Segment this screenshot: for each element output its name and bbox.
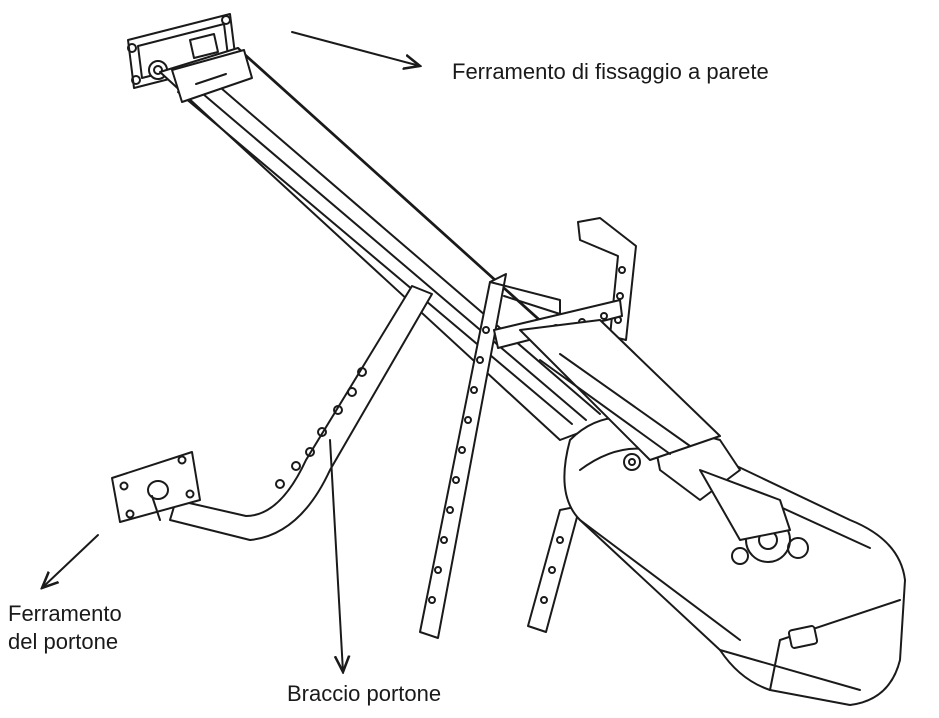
label-door-hardware-line2: del portone (8, 629, 119, 654)
arrow-wall-hardware (291, 31, 420, 66)
motor-unit (563, 416, 906, 706)
label-door-hardware-line1: Ferramento (8, 601, 122, 626)
arrow-door-arm (329, 439, 343, 672)
arrow-door-hardware (42, 534, 99, 588)
label-door-arm: Braccio portone (287, 681, 442, 706)
label-wall-hardware: Ferramento di fissaggio a parete (452, 59, 769, 84)
hanger-strap-front (419, 273, 561, 639)
door-bracket (111, 451, 201, 523)
wall-bracket (127, 13, 237, 89)
label-door-hardware: Ferramento del portone (8, 600, 122, 656)
door-arm (169, 285, 433, 541)
rail-end (519, 319, 721, 461)
